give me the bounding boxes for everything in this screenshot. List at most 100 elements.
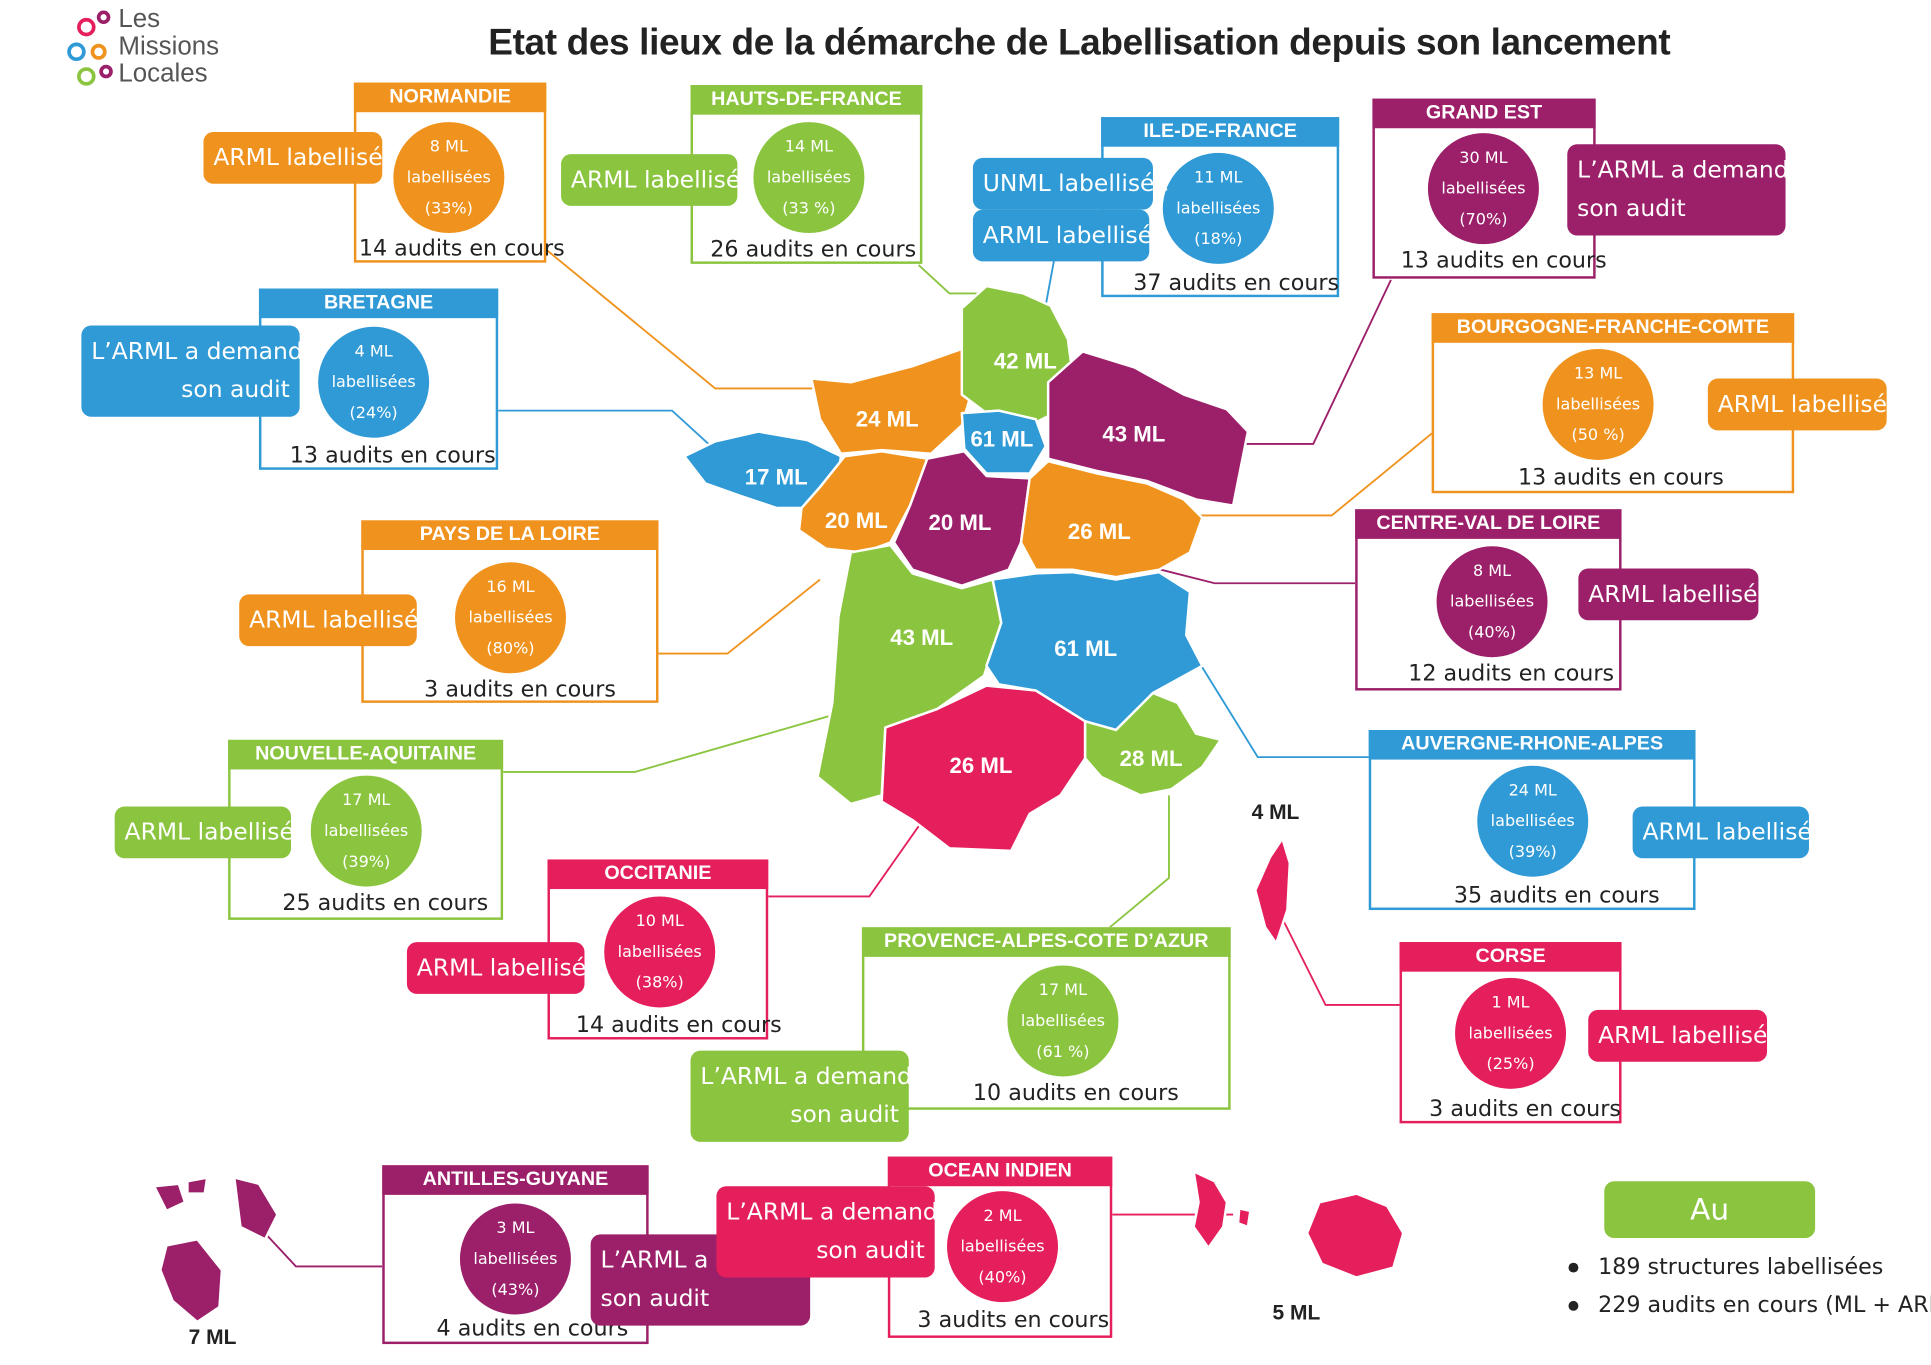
circle-percent: (38%) bbox=[635, 973, 684, 993]
pill-line-2: son audit bbox=[181, 376, 290, 404]
status-pill-hdf: ARML labellisée bbox=[561, 154, 755, 206]
circle-percent: (40%) bbox=[978, 1268, 1027, 1287]
circle-count: 16 ML bbox=[486, 577, 535, 597]
circle-count: 17 ML bbox=[342, 791, 391, 810]
audits-count: 10 audits en cours bbox=[972, 1080, 1179, 1107]
audits-count: 13 audits en cours bbox=[1517, 464, 1724, 491]
pill-line-1: L’ARML a demandé bbox=[91, 337, 318, 365]
map-label-idf: 61 ML bbox=[970, 426, 1034, 452]
card-title: ILE-DE-FRANCE bbox=[1101, 117, 1340, 147]
status-pill-pdl: ARML labellisée bbox=[239, 594, 433, 647]
circle-label: labellisées bbox=[1441, 179, 1526, 198]
circle-percent: (61 %) bbox=[1036, 1042, 1090, 1062]
audits-count: 25 audits en cours bbox=[282, 890, 489, 917]
region-paca bbox=[1083, 691, 1223, 797]
region-normandie bbox=[810, 347, 973, 456]
map-label-ara: 61 ML bbox=[1054, 636, 1118, 661]
circle-label: labellisées bbox=[1176, 199, 1261, 218]
region-ile-de-france bbox=[960, 409, 1047, 475]
circle-count: 13 ML bbox=[1573, 364, 1623, 383]
status-pill-cvl: ARML labellisée bbox=[1578, 568, 1772, 621]
card-bretagne: BRETAGNE 4 ML labellisées (24%) 13 audit… bbox=[258, 288, 499, 470]
status-pill-bretagne: L’ARML a demandé son audit bbox=[81, 325, 318, 417]
labellisees-circle: 10 ML labellisées (38%) bbox=[604, 896, 716, 1008]
map-label-hdf: 42 ML bbox=[993, 348, 1057, 374]
circle-count: 4 ML bbox=[354, 342, 393, 361]
circle-label: labellisées bbox=[960, 1237, 1045, 1256]
circle-count: 10 ML bbox=[635, 911, 684, 931]
page-title: Etat des lieux de la démarche de Labelli… bbox=[488, 22, 1671, 63]
leader-hdf bbox=[918, 264, 987, 295]
logo-mark bbox=[67, 10, 113, 86]
card-title: HAUTS-DE-FRANCE bbox=[690, 85, 923, 115]
labellisees-circle: 17 ML labellisées (39%) bbox=[310, 775, 422, 887]
map-label-cvl: 20 ML bbox=[928, 510, 992, 536]
audits-count: 13 audits en cours bbox=[289, 442, 496, 469]
region-occitanie bbox=[880, 684, 1087, 853]
circle-count: 3 ML bbox=[496, 1218, 535, 1238]
status-pill-bfc: ARML labellisée bbox=[1707, 378, 1901, 431]
circle-label: labellisées bbox=[1556, 395, 1641, 414]
map-label-bfc: 26 ML bbox=[1067, 519, 1131, 544]
circle-percent: (25%) bbox=[1486, 1054, 1535, 1074]
card-grandest: GRAND EST 30 ML labellisées (70%) 13 aud… bbox=[1372, 98, 1607, 279]
logo-text: Les Missions Locales bbox=[118, 6, 219, 87]
region-reunion bbox=[1305, 1192, 1405, 1279]
card-title: PAYS DE LA LOIRE bbox=[361, 520, 659, 550]
card-title: CENTRE-VAL DE LOIRE bbox=[1355, 509, 1622, 539]
audits-count: 3 audits en cours bbox=[917, 1307, 1110, 1333]
circle-label: labellisées bbox=[324, 821, 409, 841]
circle-percent: (40%) bbox=[1467, 623, 1517, 642]
circle-label: labellisées bbox=[1490, 811, 1575, 831]
labellisees-circle: 2 ML labellisées (40%) bbox=[947, 1191, 1058, 1303]
circle-label: labellisées bbox=[473, 1249, 558, 1269]
pill-line-1: L’ARML a demandé bbox=[726, 1198, 953, 1226]
card-title: NOUVELLE-AQUITAINE bbox=[228, 739, 504, 770]
map-label-na: 43 ML bbox=[890, 625, 954, 650]
map-label-corse: 4 ML bbox=[1251, 800, 1300, 824]
circle-count: 30 ML bbox=[1459, 148, 1508, 168]
card-paca: PROVENCE-ALPES-COTE D’AZUR 17 ML labelli… bbox=[861, 927, 1231, 1110]
logo-line-1: Les bbox=[118, 4, 161, 34]
leader-occ bbox=[768, 825, 920, 898]
map-label-grandest: 43 ML bbox=[1102, 421, 1166, 447]
circle-label: labellisées bbox=[1449, 592, 1535, 612]
card-title: OCEAN INDIEN bbox=[887, 1156, 1113, 1187]
labellisees-circle: 1 ML labellisées (25%) bbox=[1455, 977, 1567, 1089]
status-pill-corse: ARML labellisée bbox=[1588, 1009, 1782, 1062]
labellisees-circle: 14 ML labellisées (33 %) bbox=[753, 122, 865, 234]
circle-percent: (43%) bbox=[491, 1280, 540, 1300]
region-guyane bbox=[159, 1238, 224, 1324]
circle-percent: (80%) bbox=[486, 639, 535, 658]
circle-percent: (33 %) bbox=[782, 199, 836, 218]
status-pill-ara: ARML labellisée bbox=[1632, 806, 1826, 859]
labellisees-circle: 3 ML labellisées (43%) bbox=[459, 1203, 571, 1315]
audits-count: 14 audits en cours bbox=[575, 1012, 782, 1039]
circle-label: labellisées bbox=[617, 942, 702, 962]
map-label-pdl: 20 ML bbox=[824, 508, 888, 533]
status-pill-occ: ARML labellisée bbox=[406, 942, 601, 994]
card-title: NORMANDIE bbox=[353, 82, 547, 113]
logo-line-3: Locales bbox=[118, 59, 208, 88]
card-title: PROVENCE-ALPES-COTE D’AZUR bbox=[861, 927, 1231, 957]
circle-label: labellisées bbox=[1020, 1011, 1105, 1031]
audits-count: 3 audits en cours bbox=[424, 676, 616, 703]
map-label-antilles: 7 ML bbox=[188, 1325, 237, 1350]
pill-line-1: L’ARML a demandé bbox=[1577, 156, 1804, 184]
pill-line-2: son audit bbox=[790, 1101, 899, 1129]
circle-label: labellisées bbox=[468, 608, 553, 628]
bullet-icon bbox=[1568, 1300, 1579, 1311]
labellisees-circle: 16 ML labellisées (80%) bbox=[455, 562, 566, 674]
card-title: OCCITANIE bbox=[547, 859, 769, 890]
card-corse: CORSE 1 ML labellisées (25%) 3 audits en… bbox=[1399, 942, 1622, 1124]
pill-line-2: son audit bbox=[600, 1284, 710, 1313]
card-title: BOURGOGNE-FRANCHE-COMTE bbox=[1431, 313, 1795, 343]
card-na: NOUVELLE-AQUITAINE 17 ML labellisées (39… bbox=[228, 739, 504, 920]
audits-count: 26 audits en cours bbox=[710, 236, 917, 263]
circle-count: 8 ML bbox=[1473, 561, 1512, 581]
circle-count: 11 ML bbox=[1194, 168, 1243, 187]
audits-count: 35 audits en cours bbox=[1453, 882, 1660, 909]
status-pill-idf-arml: ARML labellisée bbox=[972, 209, 1167, 262]
circle-count: 24 ML bbox=[1508, 781, 1557, 800]
